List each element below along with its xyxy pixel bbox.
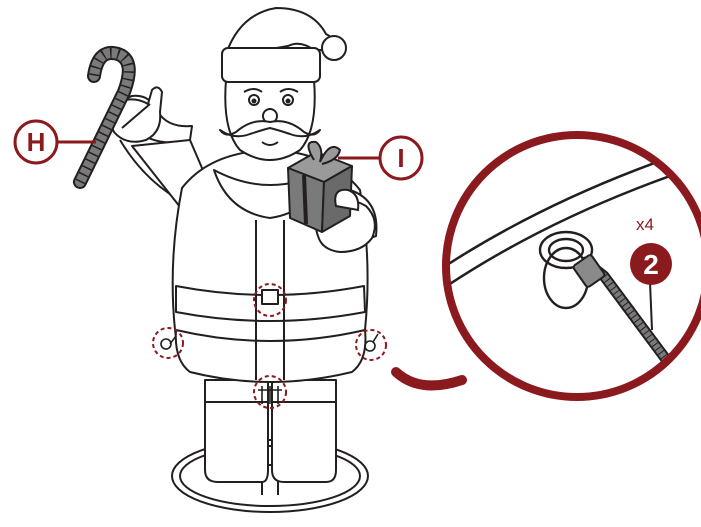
step-number: 2 — [643, 249, 659, 280]
callout-i-label: I — [397, 143, 404, 173]
candy-cane-icon — [73, 46, 136, 189]
santa-figure-icon — [108, 7, 378, 483]
bottom-attachment-circle — [253, 375, 287, 409]
step-badge — [630, 243, 672, 285]
quantity-label: x4 — [636, 215, 654, 234]
zip-tie-icon — [572, 254, 674, 368]
gift-box-icon — [287, 140, 353, 233]
detail-magnifier: 2 x4 — [391, 131, 701, 401]
callout-h-label: H — [27, 127, 46, 157]
right-side-attachment-circle — [355, 329, 387, 361]
stand-base-icon — [171, 411, 369, 513]
left-side-attachment-circle — [152, 327, 184, 359]
callout-h: H — [13, 119, 96, 165]
callout-i: I — [338, 135, 424, 181]
attachment-points — [152, 283, 387, 409]
ring-connector-icon — [160, 333, 379, 404]
belt-attachment-circle — [253, 283, 287, 317]
